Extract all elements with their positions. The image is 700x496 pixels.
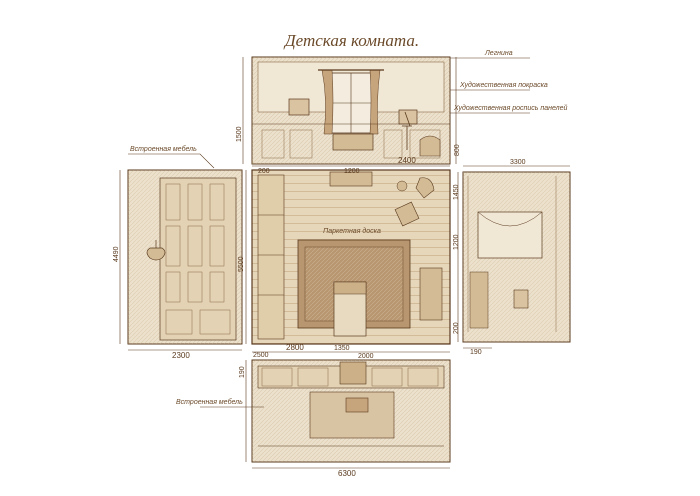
pouf-plan (394, 201, 420, 227)
dim-center-5500: 5500 (238, 256, 245, 272)
dim-bottom-2500: 2500 (253, 352, 269, 359)
drawing-title: Детская комната. (283, 31, 419, 50)
dim-top-800: 800 (454, 144, 461, 156)
armchair-elev (469, 271, 489, 329)
dim-right-1200: 1200 (453, 234, 460, 250)
floor-plan: Паркетная доска (251, 169, 451, 345)
curtain-left (321, 69, 334, 135)
dim-bottom-6300: 6300 (338, 469, 356, 478)
dim-right-1450: 1450 (453, 184, 460, 200)
dim-bottom-190: 190 (239, 366, 246, 378)
dim-top-2400: 2400 (398, 156, 416, 165)
dim-bottom-1350: 1350 (334, 345, 350, 352)
dim-left-4490: 4490 (113, 246, 120, 262)
armchair (419, 135, 441, 157)
picture-frame (513, 289, 529, 309)
dim-bottom-2800: 2800 (286, 343, 304, 352)
dim-top-1500: 1500 (236, 126, 243, 142)
chair-plan (396, 180, 408, 192)
armchair-plan (415, 177, 435, 199)
dim-bottom-2000: 2000 (358, 353, 374, 360)
dim-right-200: 200 (453, 322, 460, 334)
annotation-panels: Художественная роспись панелей (453, 104, 568, 112)
headboard (339, 361, 367, 385)
annotation-leg: Легнина (484, 50, 513, 57)
sofa-plan (419, 267, 443, 321)
dim-right-190: 190 (470, 349, 482, 356)
dim-right-3300: 3300 (510, 159, 526, 166)
annotation-paint: Художественная покраска (459, 81, 548, 89)
annotation-builtin-left: Встроенная мебель (130, 145, 197, 153)
picture-frame (345, 397, 369, 413)
dim-top-1200: 1200 (344, 168, 360, 175)
dimension-lines (119, 57, 570, 469)
dim-left-2300: 2300 (172, 351, 190, 360)
right-wall-elevation (462, 171, 571, 343)
bottom-wall-elevation (251, 359, 451, 463)
annotation-builtin-bottom: Встроенная мебель (176, 398, 243, 406)
picture-frame (288, 98, 310, 116)
picture-frame (398, 109, 418, 125)
floor-lamp (402, 111, 412, 150)
desk (332, 133, 374, 151)
chandelier-icon (146, 240, 166, 261)
curtain-right (369, 69, 381, 135)
wardrobe-plan (257, 174, 285, 340)
left-wall-elevation (127, 169, 243, 345)
leader-lines (128, 57, 530, 408)
top-wall-elevation (251, 56, 451, 165)
dim-top-200: 200 (258, 168, 270, 175)
desk-plan (329, 171, 373, 187)
floor-label: Паркетная доска (323, 227, 381, 235)
